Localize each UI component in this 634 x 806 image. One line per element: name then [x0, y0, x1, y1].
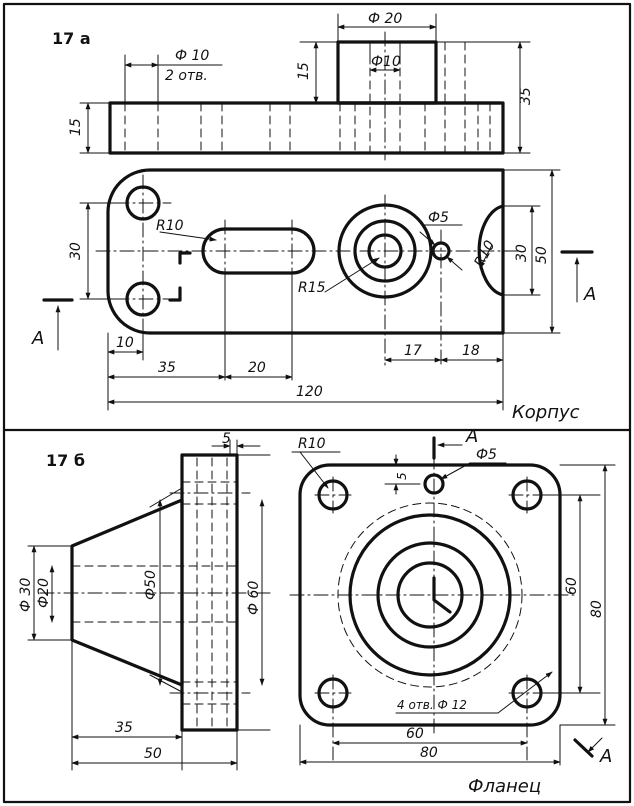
leader-r10 — [299, 451, 329, 489]
part-title-b: Фланец — [468, 776, 541, 797]
dim-text: 80 — [420, 745, 438, 761]
top-view-a: 30 50 30 R10 R15 Ф5 R10 10 35 20 17 18 — [31, 168, 596, 411]
section-corner — [168, 286, 182, 302]
dim-text: R10 — [156, 218, 184, 234]
plate-outline — [106, 168, 505, 335]
dim-text: R10 — [298, 436, 326, 452]
base-plate — [108, 101, 505, 155]
panel-label-17b: 17 б — [46, 451, 85, 470]
dim-text: 15 — [68, 118, 84, 136]
dim-text: 50 — [144, 746, 162, 762]
leader-r10-notch — [479, 244, 493, 269]
leader-r10-slot — [159, 231, 217, 242]
dim-text: 5 — [222, 431, 231, 447]
dim-text: 30 — [514, 244, 530, 262]
section-arrow-bottom — [587, 737, 603, 753]
dim-text: 35 — [158, 360, 176, 376]
section-letter: А — [599, 746, 612, 767]
leader-r15 — [324, 257, 380, 293]
dim-text: Ф5 — [476, 447, 497, 463]
section-letter: А — [465, 426, 478, 447]
dim-text: 35 — [115, 720, 133, 736]
dim-text: R15 — [298, 280, 326, 296]
dim-text: 30 — [68, 242, 84, 260]
panel-17b: 17 б — [18, 426, 616, 797]
section-letter: А — [31, 328, 44, 349]
panel-label-17a: 17 а — [52, 29, 91, 48]
dim-text: Ф50 — [143, 570, 159, 600]
front-view-a: Ф 20 Ф10 Ф 10 2 отв. 15 15 35 — [68, 11, 534, 161]
dim-text: 4 отв. Ф 12 — [397, 698, 467, 712]
dim-text: 60 — [564, 577, 580, 595]
side-view-b: 5 Ф 30 Ф20 Ф50 Ф 60 35 50 — [18, 431, 271, 771]
dim-text: 15 — [296, 62, 312, 80]
dim-text: Ф20 — [36, 578, 52, 608]
dim-text: 35 — [518, 87, 534, 105]
front-view-b: R10 5 Ф5 60 80 4 отв. Ф 12 60 80 А А — [289, 426, 616, 767]
dim-text: 20 — [248, 360, 266, 376]
dim-text: Ф 10 — [175, 48, 209, 64]
dim-text: 5 — [395, 472, 409, 480]
leader-d5 — [419, 231, 436, 246]
dim-text: 17 — [404, 343, 422, 359]
right-notch — [477, 204, 505, 297]
leader-d5 — [440, 462, 471, 480]
dim-text: 120 — [296, 384, 323, 400]
dim-text: Ф 60 — [246, 581, 262, 615]
dim-text: 10 — [116, 335, 134, 351]
dim-text: 80 — [589, 600, 605, 618]
section-corner — [178, 251, 192, 265]
taper-neck — [70, 498, 184, 687]
dim-text: Ф 20 — [368, 11, 402, 27]
section-mark-bottom — [573, 738, 594, 758]
dim-text: Ф5 — [428, 210, 449, 226]
dim-text: Ф10 — [371, 54, 401, 70]
boss — [336, 40, 438, 105]
dim-text: 60 — [406, 726, 424, 742]
part-title-a: Корпус — [512, 402, 580, 423]
dim-text: 18 — [462, 343, 480, 359]
dim-text: R10 — [471, 238, 498, 270]
dim-text: 2 отв. — [165, 68, 208, 84]
section-letter: А — [583, 284, 596, 305]
leader-holes — [497, 671, 553, 714]
dim-text: 50 — [534, 246, 550, 264]
panel-17a: 17 а — [31, 11, 596, 423]
dim-text: Ф 30 — [18, 578, 34, 612]
